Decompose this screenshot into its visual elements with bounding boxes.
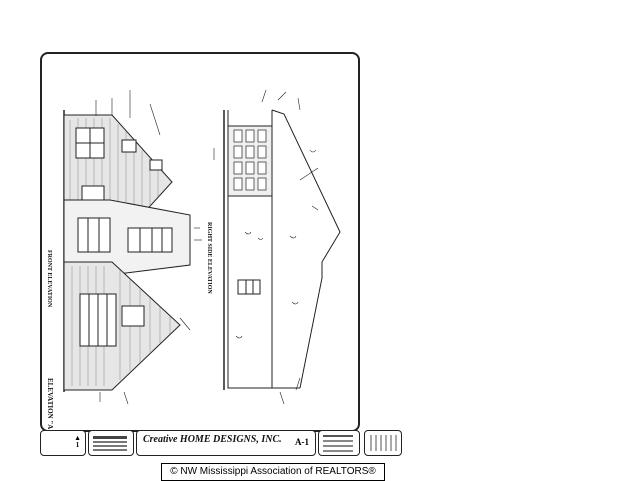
notes-box bbox=[318, 430, 360, 456]
right-side-elevation-title: RIGHT SIDE ELEVATION bbox=[206, 222, 212, 294]
logo-graphic bbox=[93, 436, 127, 451]
company-name: Creative HOME DESIGNS, INC. bbox=[143, 434, 282, 445]
front-elevation-title: FRONT ELEVATION bbox=[46, 250, 52, 308]
sheet-reference: A-1 bbox=[295, 437, 309, 447]
logo-box bbox=[88, 430, 134, 456]
elevation-label: ELEVATION "A" bbox=[46, 378, 54, 434]
corner-hatch bbox=[370, 435, 397, 451]
sheet-number: ▲1 bbox=[74, 434, 81, 449]
corner-box bbox=[364, 430, 402, 456]
copyright-notice: © NW Mississippi Association of REALTORS… bbox=[161, 463, 385, 481]
sheet-number-box: ▲1 bbox=[40, 430, 86, 456]
title-block: ▲1 Creative HOME DESIGNS, INC. A-1 bbox=[40, 430, 402, 456]
company-box: Creative HOME DESIGNS, INC. A-1 bbox=[136, 430, 316, 456]
notes-graphic bbox=[323, 435, 353, 452]
